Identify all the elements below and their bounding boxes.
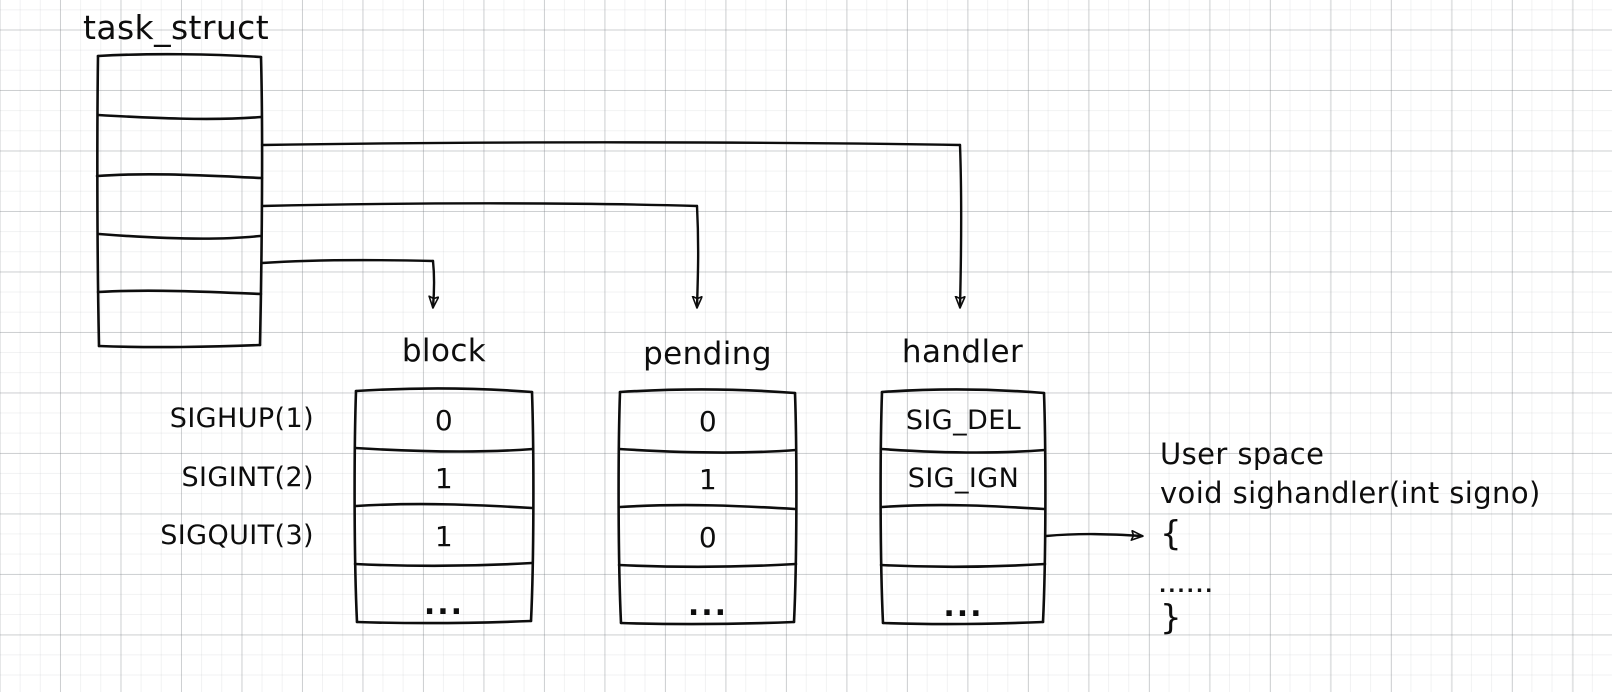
user-space-signature: void sighandler(int signo)	[1160, 476, 1541, 510]
block-cell-2: 1	[434, 520, 454, 553]
connector-handler-to-userspace	[1044, 534, 1142, 536]
pending-cell-1: 1	[698, 463, 718, 496]
signal-label-sigint: SIGINT(2)	[181, 462, 314, 493]
connector-pending	[260, 202, 698, 307]
user-space-heading: User space	[1160, 437, 1325, 471]
pending-cell-ellipsis: ...	[687, 588, 729, 623]
signal-label-sighup: SIGHUP(1)	[169, 403, 314, 434]
user-space-close-brace: }	[1160, 598, 1183, 638]
column-header-pending: pending	[643, 336, 772, 372]
handler-cell-ellipsis: ...	[943, 589, 984, 624]
handler-cell-1: SIG_IGN	[907, 463, 1020, 494]
task-struct-box	[95, 52, 264, 349]
block-cell-ellipsis: ...	[423, 587, 465, 622]
handler-cell-0: SIG_DEL	[905, 405, 1022, 436]
connector-block	[260, 258, 434, 307]
block-cell-0: 0	[434, 404, 454, 437]
column-header-block: block	[401, 333, 487, 369]
signal-label-sigquit: SIGQUIT(3)	[160, 520, 314, 551]
connector-handler	[260, 141, 961, 307]
user-space-open-brace: {	[1160, 514, 1183, 554]
pending-cell-0: 0	[698, 405, 718, 438]
column-header-handler: handler	[901, 334, 1024, 370]
user-space-body-ellipsis: ......	[1159, 575, 1215, 597]
page-title: task_struct	[83, 8, 270, 47]
pending-cell-2: 0	[698, 521, 718, 554]
block-cell-1: 1	[434, 462, 454, 495]
